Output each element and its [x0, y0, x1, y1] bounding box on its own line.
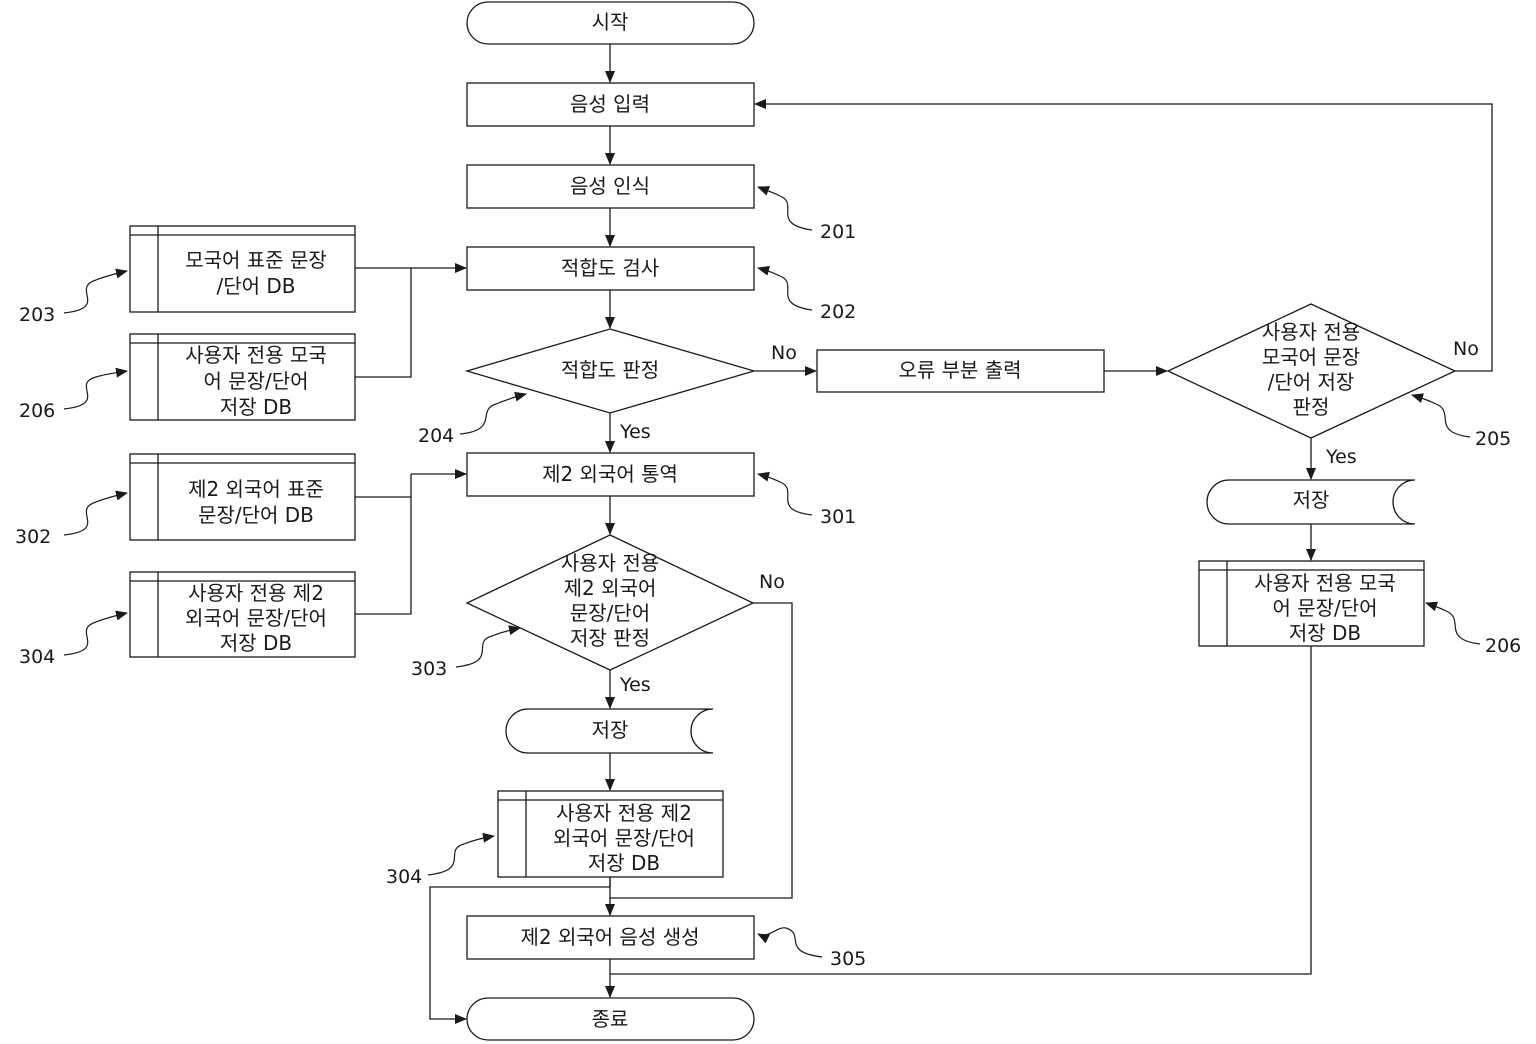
user-native-decision-line3: /단어 저장: [1268, 370, 1355, 394]
ref-205: 205: [1475, 428, 1511, 450]
fitness-check-process: 적합도 검사: [466, 246, 755, 291]
leader-203: [63, 268, 128, 314]
start-terminal: 시작: [466, 1, 755, 45]
leader-302: [63, 490, 128, 536]
second-voice-generation-process: 제2 외국어 음성 생성: [466, 915, 755, 960]
leader-304-left: [63, 610, 128, 656]
user-native-db-left-line3: 저장 DB: [220, 395, 292, 419]
ref-301: 301: [820, 506, 856, 528]
leader-201: [757, 186, 813, 231]
reference-labels: 201 202 203 206 204 205 301 302 304 303 …: [15, 186, 1521, 970]
voice-input-process: 음성 입력: [466, 82, 755, 127]
user-native-db-right-line2: 어 문장/단어: [1272, 596, 1377, 620]
user-second-decision-line2: 제2 외국어: [564, 576, 657, 600]
fitness-no-label: No: [771, 342, 797, 364]
fitness-check-label: 적합도 검사: [561, 256, 659, 280]
ref-206-left: 206: [19, 400, 55, 422]
store-center-label: 저장: [592, 718, 629, 742]
user-native-db-right-line3: 저장 DB: [1289, 621, 1361, 645]
user-second-db-left-line3: 저장 DB: [220, 631, 292, 655]
ref-305: 305: [830, 948, 866, 970]
ref-204: 204: [418, 425, 454, 447]
native-store-yes-label: Yes: [1325, 446, 1357, 468]
store-right-label: 저장: [1293, 488, 1330, 512]
user-native-db-left-line1: 사용자 전용 모국: [185, 343, 327, 367]
fitness-decision: 적합도 판정: [464, 328, 757, 414]
user-second-decision-line4: 저장 판정: [570, 626, 650, 650]
leader-303: [455, 625, 521, 668]
line-user-native-db-to-check: [355, 268, 412, 378]
leader-205: [1411, 393, 1471, 438]
leader-206-right: [1425, 601, 1481, 645]
arrow-second-db-to-end: [429, 877, 611, 1024]
store-center-shape: 저장: [505, 708, 714, 754]
ref-201: 201: [820, 221, 856, 243]
leader-206-left: [63, 367, 128, 410]
native-standard-db: 모국어 표준 문장 /단어 DB: [129, 225, 356, 313]
second-language-interpretation-label: 제2 외국어 통역: [542, 462, 678, 486]
connectors: [355, 44, 1493, 1024]
user-native-db-right-line1: 사용자 전용 모국: [1254, 571, 1396, 595]
error-output-label: 오류 부분 출력: [898, 358, 1021, 382]
user-native-db-left: 사용자 전용 모국 어 문장/단어 저장 DB: [129, 333, 356, 421]
user-second-db-center-line3: 저장 DB: [588, 851, 660, 875]
second-store-yes-label: Yes: [619, 674, 651, 696]
voice-input-label: 음성 입력: [570, 92, 650, 116]
error-output-process: 오류 부분 출력: [816, 349, 1105, 393]
user-native-decision-line2: 모국어 문장: [1262, 345, 1360, 369]
line-user-second-db-to-interp: [355, 474, 412, 615]
ref-304-left: 304: [19, 646, 55, 668]
user-native-store-decision: 사용자 전용 모국어 문장 /단어 저장 판정: [1166, 303, 1457, 439]
user-second-db-left: 사용자 전용 제2 외국어 문장/단어 저장 DB: [129, 571, 356, 658]
fitness-yes-label: Yes: [619, 421, 651, 443]
fitness-decision-label: 적합도 판정: [561, 358, 659, 382]
native-store-no-label: No: [1453, 338, 1479, 360]
second-language-interpretation-process: 제2 외국어 통역: [466, 452, 755, 497]
leader-305: [757, 927, 823, 958]
ref-302: 302: [15, 526, 51, 548]
second-standard-db: 제2 외국어 표준 문장/단어 DB: [129, 453, 356, 541]
user-second-decision-line1: 사용자 전용: [561, 551, 659, 575]
leader-304-center: [427, 832, 495, 876]
native-standard-db-line1: 모국어 표준 문장: [185, 248, 327, 272]
arrow-second-no-to-generation: [605, 602, 793, 916]
ref-203: 203: [19, 304, 55, 326]
ref-202: 202: [820, 301, 856, 323]
user-native-decision-line4: 판정: [1293, 395, 1330, 419]
second-standard-db-line2: 문장/단어 DB: [198, 503, 314, 527]
user-second-store-decision: 사용자 전용 제2 외국어 문장/단어 저장 판정: [465, 534, 755, 671]
leader-202: [757, 265, 813, 311]
user-native-db-right: 사용자 전용 모국 어 문장/단어 저장 DB: [1198, 560, 1425, 647]
start-label: 시작: [592, 10, 629, 34]
second-store-no-label: No: [759, 571, 785, 593]
user-native-db-left-line2: 어 문장/단어: [203, 369, 308, 393]
user-second-db-left-line2: 외국어 문장/단어: [185, 606, 327, 630]
native-standard-db-line2: /단어 DB: [216, 274, 295, 298]
ref-206-right: 206: [1485, 635, 1521, 657]
leader-204: [459, 391, 527, 435]
user-second-db-center-line2: 외국어 문장/단어: [553, 826, 695, 850]
user-native-decision-line1: 사용자 전용: [1262, 320, 1360, 344]
ref-303: 303: [411, 658, 447, 680]
user-second-db-left-line1: 사용자 전용 제2: [188, 581, 324, 605]
second-standard-db-line1: 제2 외국어 표준: [188, 477, 324, 501]
ref-304-center: 304: [386, 866, 422, 888]
end-terminal: 종료: [466, 997, 755, 1041]
leader-301: [757, 471, 813, 516]
end-label: 종료: [592, 1007, 629, 1031]
line-native-db-to-merge: [610, 646, 1312, 975]
voice-recognition-process: 음성 인식: [466, 164, 755, 209]
second-voice-generation-label: 제2 외국어 음성 생성: [521, 925, 700, 949]
store-right-shape: 저장: [1206, 479, 1416, 525]
user-second-decision-line3: 문장/단어: [570, 601, 650, 625]
user-second-db-center-line1: 사용자 전용 제2: [556, 801, 692, 825]
arrow-native-no-loop-to-input: [754, 99, 1493, 372]
user-second-db-center: 사용자 전용 제2 외국어 문장/단어 저장 DB: [497, 790, 724, 878]
voice-recognition-label: 음성 인식: [570, 174, 650, 198]
